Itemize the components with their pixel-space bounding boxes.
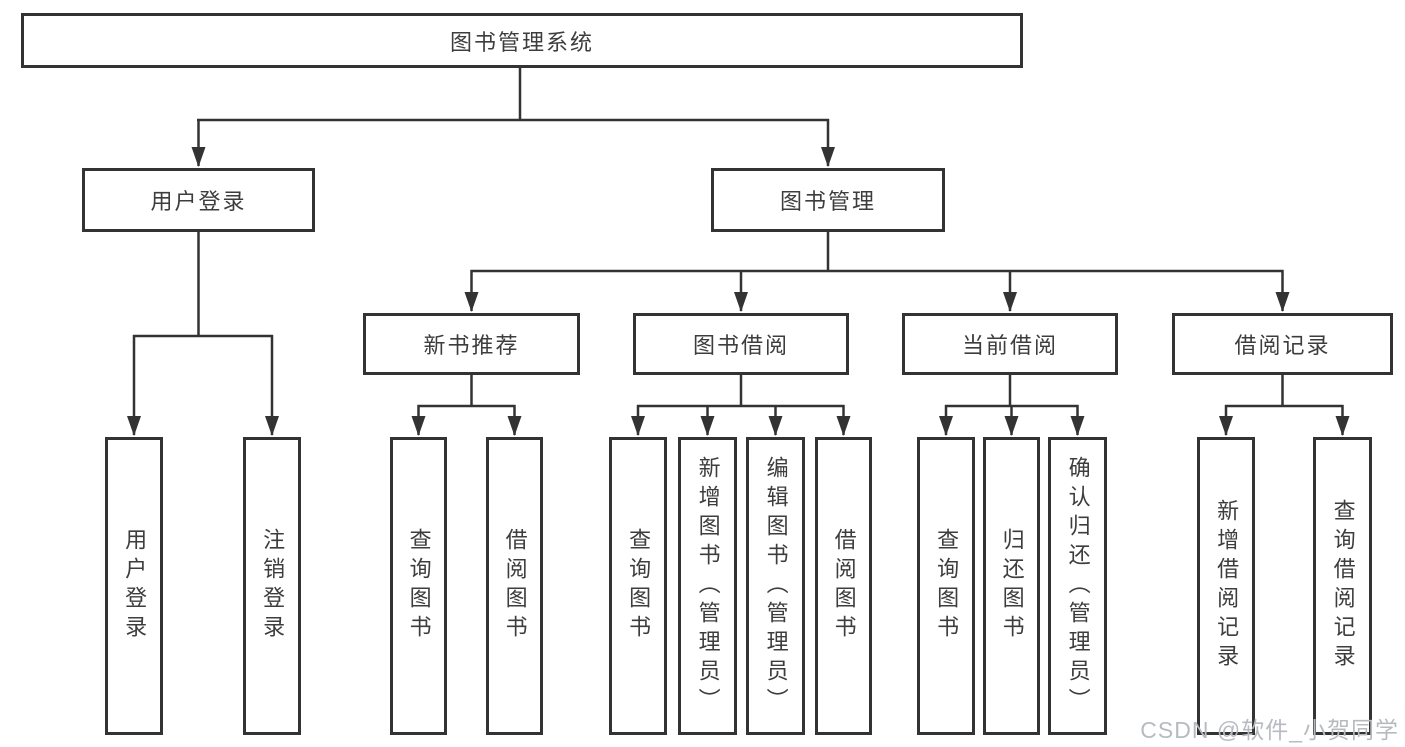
node-book-management: 图书管理 [711,168,945,232]
node-current-borrow-label: 当前借阅 [961,333,1058,358]
leaf-borrow-books-1: 借阅图书 [486,437,543,735]
leaf-return-books-label: 归还图书 [999,528,1025,644]
leaf-query-borrow-record: 查询借阅记录 [1313,437,1372,735]
node-root-label: 图书管理系统 [449,29,594,55]
leaf-add-borrow-record-label: 新增借阅记录 [1214,499,1240,673]
leaf-borrow-books-2: 借阅图书 [815,437,872,735]
node-book-management-label: 图书管理 [779,189,876,214]
leaf-query-books-3: 查询图书 [917,437,975,735]
node-user-login: 用户登录 [82,168,315,232]
leaf-confirm-return-admin-label: 确认归还（管理员） [1065,455,1091,717]
leaf-query-books-1: 查询图书 [390,437,447,735]
leaf-edit-books-admin-label: 编辑图书（管理员） [763,455,789,717]
leaf-query-books-3-label: 查询图书 [934,528,960,644]
leaf-logout: 注销登录 [243,437,301,735]
node-new-book-recommend: 新书推荐 [363,313,580,375]
leaf-add-books-admin-label: 新增图书（管理员） [695,455,721,717]
leaf-borrow-books-1-label: 借阅图书 [502,528,528,644]
node-root: 图书管理系统 [21,13,1023,68]
leaf-edit-books-admin: 编辑图书（管理员） [746,437,805,735]
leaf-user-login: 用户登录 [105,437,163,735]
node-borrow-record-label: 借阅记录 [1234,333,1331,358]
leaf-add-books-admin: 新增图书（管理员） [678,437,737,735]
leaf-query-books-2: 查询图书 [609,437,667,735]
watermark: CSDN @软件_小贺同学 [1140,717,1399,743]
node-book-borrow: 图书借阅 [633,313,849,375]
node-user-login-label: 用户登录 [150,189,247,214]
leaf-logout-label: 注销登录 [260,528,286,644]
leaf-query-borrow-record-label: 查询借阅记录 [1330,499,1356,673]
node-borrow-record: 借阅记录 [1172,313,1393,375]
node-book-borrow-label: 图书借阅 [692,333,789,358]
leaf-user-login-label: 用户登录 [122,528,148,644]
leaf-return-books: 归还图书 [983,437,1040,735]
leaf-borrow-books-2-label: 借阅图书 [831,528,857,644]
leaf-query-books-2-label: 查询图书 [626,528,652,644]
leaf-confirm-return-admin: 确认归还（管理员） [1048,437,1107,735]
node-current-borrow: 当前借阅 [902,313,1118,375]
node-new-book-recommend-label: 新书推荐 [423,333,520,358]
leaf-add-borrow-record: 新增借阅记录 [1197,437,1255,735]
leaf-query-books-1-label: 查询图书 [406,528,432,644]
